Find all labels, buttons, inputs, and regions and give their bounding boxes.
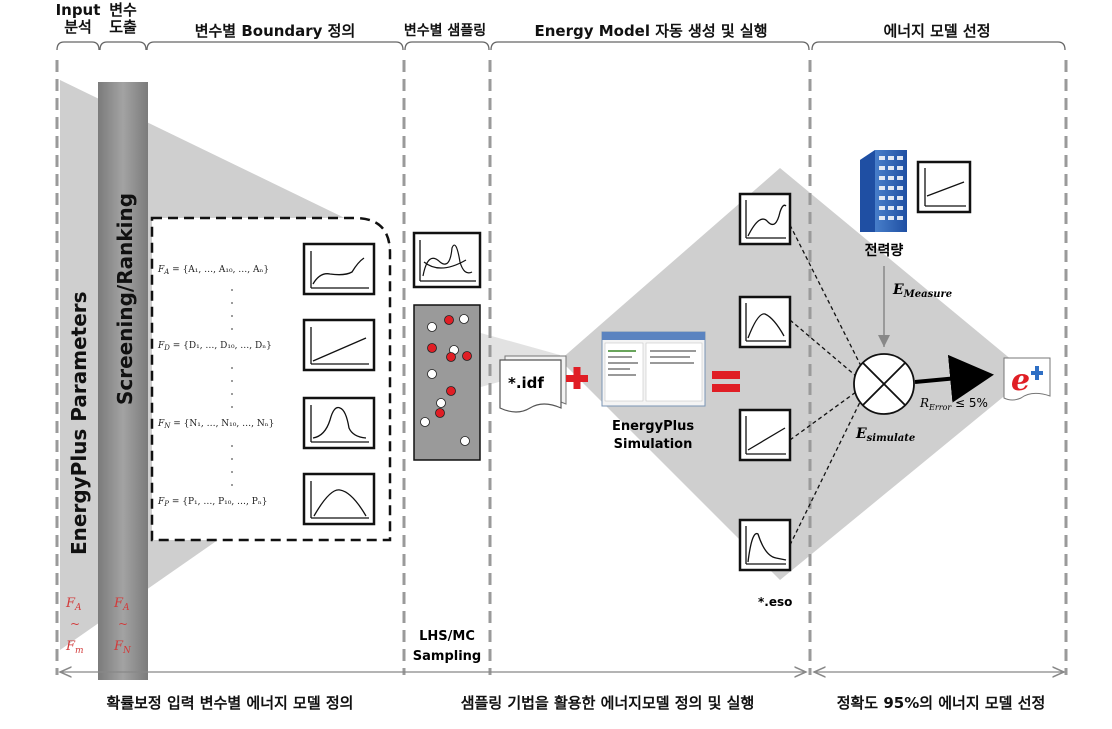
e-simulate-label: Esimulate bbox=[855, 426, 915, 444]
header-selection-label: 에너지 모델 선정 bbox=[883, 22, 991, 40]
parameter-range-right: FA ~ FN bbox=[113, 596, 132, 656]
eso-label: *.eso bbox=[758, 595, 792, 609]
equals-sign bbox=[712, 371, 740, 392]
output-graph-2 bbox=[738, 295, 792, 349]
vertical-ellipsis-dots bbox=[231, 289, 233, 486]
svg-text:e: e bbox=[1011, 363, 1030, 398]
energyplus-logo-icon: e bbox=[1003, 357, 1051, 401]
screening-bar bbox=[98, 82, 148, 680]
lhs-mc-line2: Sampling bbox=[413, 649, 481, 664]
header-braces bbox=[56, 41, 1066, 51]
measured-graph bbox=[916, 160, 972, 214]
header-input-label: Input 분석 bbox=[55, 2, 101, 36]
screening-ranking-label: Screening/Ranking bbox=[113, 193, 137, 405]
header-variable-label: 변수 도출 bbox=[100, 2, 146, 36]
r-error-label: RError ≤ 5% bbox=[919, 396, 988, 412]
energyplus-simulation-line2: Simulation bbox=[614, 437, 693, 452]
energyplus-parameters-label: EnergyPlus Parameters bbox=[67, 291, 91, 555]
output-graph-1 bbox=[738, 192, 792, 246]
svg-text:FA: FA bbox=[113, 596, 130, 613]
equation-fp: FP = {P₁, …, P₁₀, …, Pₙ} bbox=[157, 497, 267, 508]
e-measure-label: EMeasure bbox=[892, 282, 952, 300]
boundary-box bbox=[150, 216, 392, 542]
plus-sign bbox=[566, 367, 588, 389]
sample-points bbox=[420, 314, 472, 446]
header-input-line2: 분석 bbox=[64, 18, 92, 36]
comparator-icon bbox=[853, 353, 915, 415]
svg-text:Fm: Fm bbox=[65, 639, 84, 656]
result-arrow bbox=[914, 354, 994, 403]
output-connectors bbox=[789, 224, 863, 546]
distribution-graph-a bbox=[302, 242, 376, 296]
idf-document-icon bbox=[499, 355, 567, 413]
parameter-range-left: FA ~ Fm bbox=[65, 596, 84, 656]
footer-left-label: 확률보정 입력 변수별 에너지 모델 정의 bbox=[106, 694, 354, 712]
stage-separators bbox=[55, 60, 1068, 675]
svg-text:FN: FN bbox=[113, 639, 132, 656]
energyplus-simulation-line1: EnergyPlus bbox=[612, 419, 694, 434]
lhs-mc-line1: LHS/MC bbox=[419, 629, 475, 644]
output-graph-3 bbox=[738, 408, 792, 462]
energyplus-window-thumbnail bbox=[601, 331, 706, 407]
equation-fd: FD = {D₁, …, D₁₀, …, Dₙ} bbox=[157, 341, 272, 352]
header-model-generation-label: Energy Model 자동 생성 및 실행 bbox=[534, 22, 768, 40]
sampling-distribution-graph bbox=[412, 231, 482, 289]
footer-right-label: 정확도 95%의 에너지 모델 선정 bbox=[836, 694, 1046, 712]
equation-fn: FN = {N₁, …, N₁₀, …, Nₙ} bbox=[157, 419, 274, 430]
header-variable-line1: 변수 bbox=[109, 1, 137, 19]
header-variable-line2: 도출 bbox=[109, 18, 137, 36]
svg-text:~: ~ bbox=[70, 617, 80, 631]
power-label: 전력량 bbox=[865, 242, 904, 259]
equation-fa: FA = {A₁, …, A₁₀, …, Aₙ} bbox=[157, 265, 269, 276]
header-sampling-label: 변수별 샘플링 bbox=[403, 23, 487, 39]
output-graph-4 bbox=[738, 518, 792, 572]
idf-label: *.idf bbox=[508, 374, 544, 392]
svg-text:~: ~ bbox=[118, 617, 128, 631]
header-boundary-label: 변수별 Boundary 정의 bbox=[194, 22, 356, 40]
sampling-scatter-panel bbox=[413, 304, 481, 461]
equation-list: FA = {A₁, …, A₁₀, …, Aₙ} FD = {D₁, …, D₁… bbox=[157, 265, 274, 508]
building-icon bbox=[860, 150, 907, 232]
footer-middle-label: 샘플링 기법을 활용한 에너지모델 정의 및 실행 bbox=[460, 694, 755, 712]
distribution-graph-d bbox=[302, 318, 376, 372]
distribution-graph-n bbox=[302, 396, 376, 450]
svg-text:FA: FA bbox=[65, 596, 82, 613]
distribution-graph-p bbox=[302, 472, 376, 526]
header-input-line1: Input bbox=[55, 1, 101, 19]
